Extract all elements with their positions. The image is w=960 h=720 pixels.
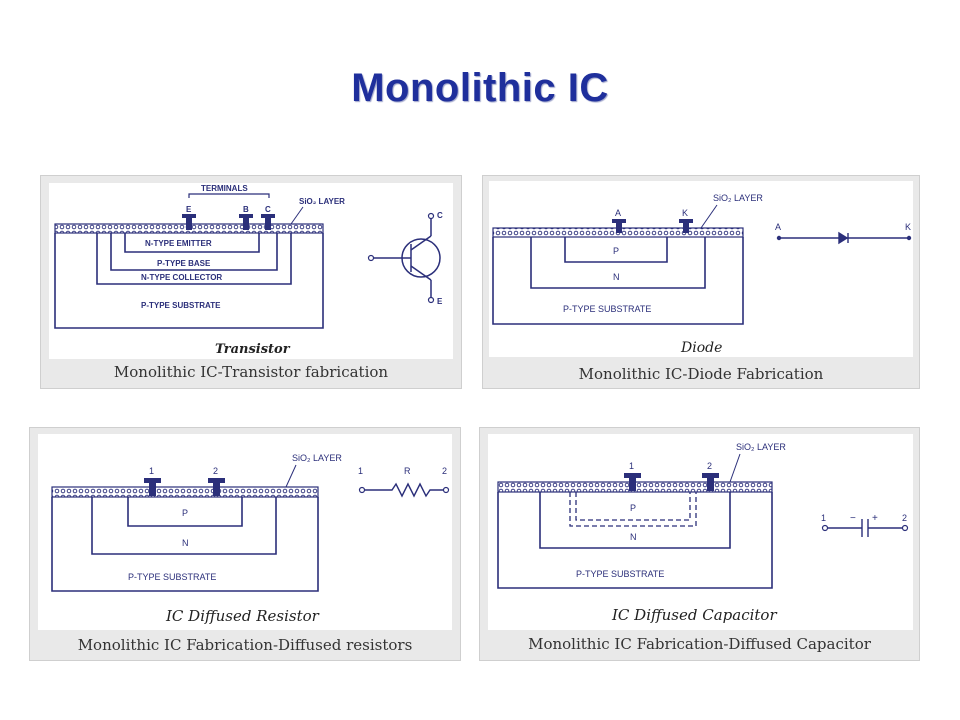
depletion-boundary-outer	[569, 492, 697, 527]
sio2-layer	[51, 486, 319, 498]
base-node	[367, 254, 375, 262]
terminal-c-label: C	[265, 205, 271, 214]
terminal-e-label: E	[186, 205, 192, 214]
sio2-label: SiO₂ LAYER	[299, 197, 345, 206]
p-region	[564, 237, 668, 263]
collector-node	[427, 212, 435, 220]
symbol-c-label: C	[437, 211, 443, 220]
terminals-label: TERMINALS	[201, 184, 248, 193]
npn-transistor-symbol	[371, 218, 441, 298]
symbol-1-label: 1	[821, 513, 826, 523]
terminal-contacts	[624, 473, 719, 491]
diagram-title: Transistor	[215, 342, 291, 357]
p-label: P	[630, 503, 636, 513]
sio2-pointer	[729, 453, 741, 483]
sio2-pointer	[285, 464, 297, 488]
node-2	[442, 486, 450, 494]
base-label: P-TYPE BASE	[157, 259, 211, 268]
symbol-1-label: 1	[358, 466, 363, 476]
resistor-diagram: 1 2 SiO₂ LAYER P N P-TYPE SUBSTRATE 1 R …	[38, 434, 452, 630]
p-substrate	[54, 233, 324, 329]
terminal-k-label: K	[682, 208, 688, 218]
diode-diagram: A K SiO₂ LAYER P N P-TYPE SUBSTRATE A K …	[489, 181, 913, 357]
sio2-label: SiO₂ LAYER	[713, 193, 763, 203]
capacitor-panel: 1 2 SiO₂ LAYER P N P-TYPE SUBSTRATE 1 − …	[479, 427, 920, 661]
slide-title: Monolithic IC	[351, 66, 609, 110]
cathode-node	[906, 235, 912, 241]
node-1	[358, 486, 366, 494]
diagram-background	[38, 434, 452, 630]
symbol-minus-label: −	[850, 513, 856, 524]
symbol-k-label: K	[905, 222, 911, 232]
terminal-1-label: 1	[629, 461, 634, 471]
n-region	[539, 492, 731, 549]
diode-symbol	[779, 231, 909, 245]
n-label: N	[630, 532, 637, 542]
anode-node	[776, 235, 782, 241]
node-2	[901, 524, 909, 532]
collector-label: N-TYPE COLLECTOR	[141, 273, 222, 282]
terminal-a-label: A	[615, 208, 621, 218]
n-region	[91, 497, 277, 555]
p-region	[127, 497, 243, 527]
p-label: P	[182, 508, 188, 518]
p-base-region	[110, 233, 278, 271]
p-substrate	[497, 492, 773, 589]
transistor-caption: Monolithic IC-Transistor fabrication	[113, 363, 389, 381]
diagram-background	[49, 183, 453, 359]
substrate-label: P-TYPE SUBSTRATE	[141, 301, 221, 310]
diagram-background	[489, 181, 913, 357]
transistor-panel: TERMINALS E B C SiO₂ LAYER N-TYPE EMITTE…	[40, 175, 462, 389]
terminal-1-label: 1	[149, 466, 154, 476]
symbol-plus-label: +	[872, 513, 878, 524]
symbol-2-label: 2	[442, 466, 447, 476]
terminal-contacts	[144, 478, 225, 496]
symbol-e-label: E	[437, 297, 443, 306]
diagram-background	[488, 434, 913, 630]
n-label: N	[613, 272, 620, 282]
substrate-label: P-TYPE SUBSTRATE	[576, 569, 664, 579]
emitter-label: N-TYPE EMITTER	[145, 239, 212, 248]
symbol-2-label: 2	[902, 513, 907, 523]
substrate-label: P-TYPE SUBSTRATE	[563, 304, 651, 314]
n-emitter-region	[124, 233, 260, 253]
n-region	[530, 237, 706, 289]
capacitor-caption: Monolithic IC Fabrication-Diffused Capac…	[528, 635, 871, 653]
sio2-pointer	[700, 204, 718, 229]
node-1	[821, 524, 829, 532]
sio2-label: SiO₂ LAYER	[736, 442, 786, 452]
p-substrate	[492, 237, 744, 325]
resistor-panel: 1 2 SiO₂ LAYER P N P-TYPE SUBSTRATE 1 R …	[29, 427, 461, 661]
capacitor-symbol	[825, 519, 905, 537]
diagram-title: IC Diffused Resistor	[165, 607, 320, 625]
terminal-2-label: 2	[213, 466, 218, 476]
resistor-symbol	[362, 482, 446, 498]
symbol-r-label: R	[404, 466, 411, 476]
p-label: P	[613, 246, 619, 256]
transistor-diagram: TERMINALS E B C SiO₂ LAYER N-TYPE EMITTE…	[49, 183, 453, 359]
terminals-bracket	[188, 193, 270, 198]
depletion-boundary-inner	[575, 492, 691, 521]
diagram-title: IC Diffused Capacitor	[611, 606, 777, 624]
diode-panel: A K SiO₂ LAYER P N P-TYPE SUBSTRATE A K …	[482, 175, 920, 389]
resistor-caption: Monolithic IC Fabrication-Diffused resis…	[77, 636, 413, 654]
terminal-contacts	[612, 219, 693, 233]
sio2-pointer	[290, 206, 304, 225]
n-label: N	[182, 538, 189, 548]
capacitor-diagram: 1 2 SiO₂ LAYER P N P-TYPE SUBSTRATE 1 − …	[488, 434, 913, 630]
p-substrate	[51, 497, 319, 592]
sio2-label: SiO₂ LAYER	[292, 453, 342, 463]
terminal-contacts	[182, 214, 275, 230]
diode-caption: Monolithic IC-Diode Fabrication	[578, 365, 824, 383]
terminal-2-label: 2	[707, 461, 712, 471]
symbol-a-label: A	[775, 222, 781, 232]
emitter-node	[427, 296, 435, 304]
diagram-title: Diode	[680, 340, 722, 356]
n-collector-region	[96, 233, 292, 285]
terminal-b-label: B	[243, 205, 249, 214]
substrate-label: P-TYPE SUBSTRATE	[128, 572, 216, 582]
